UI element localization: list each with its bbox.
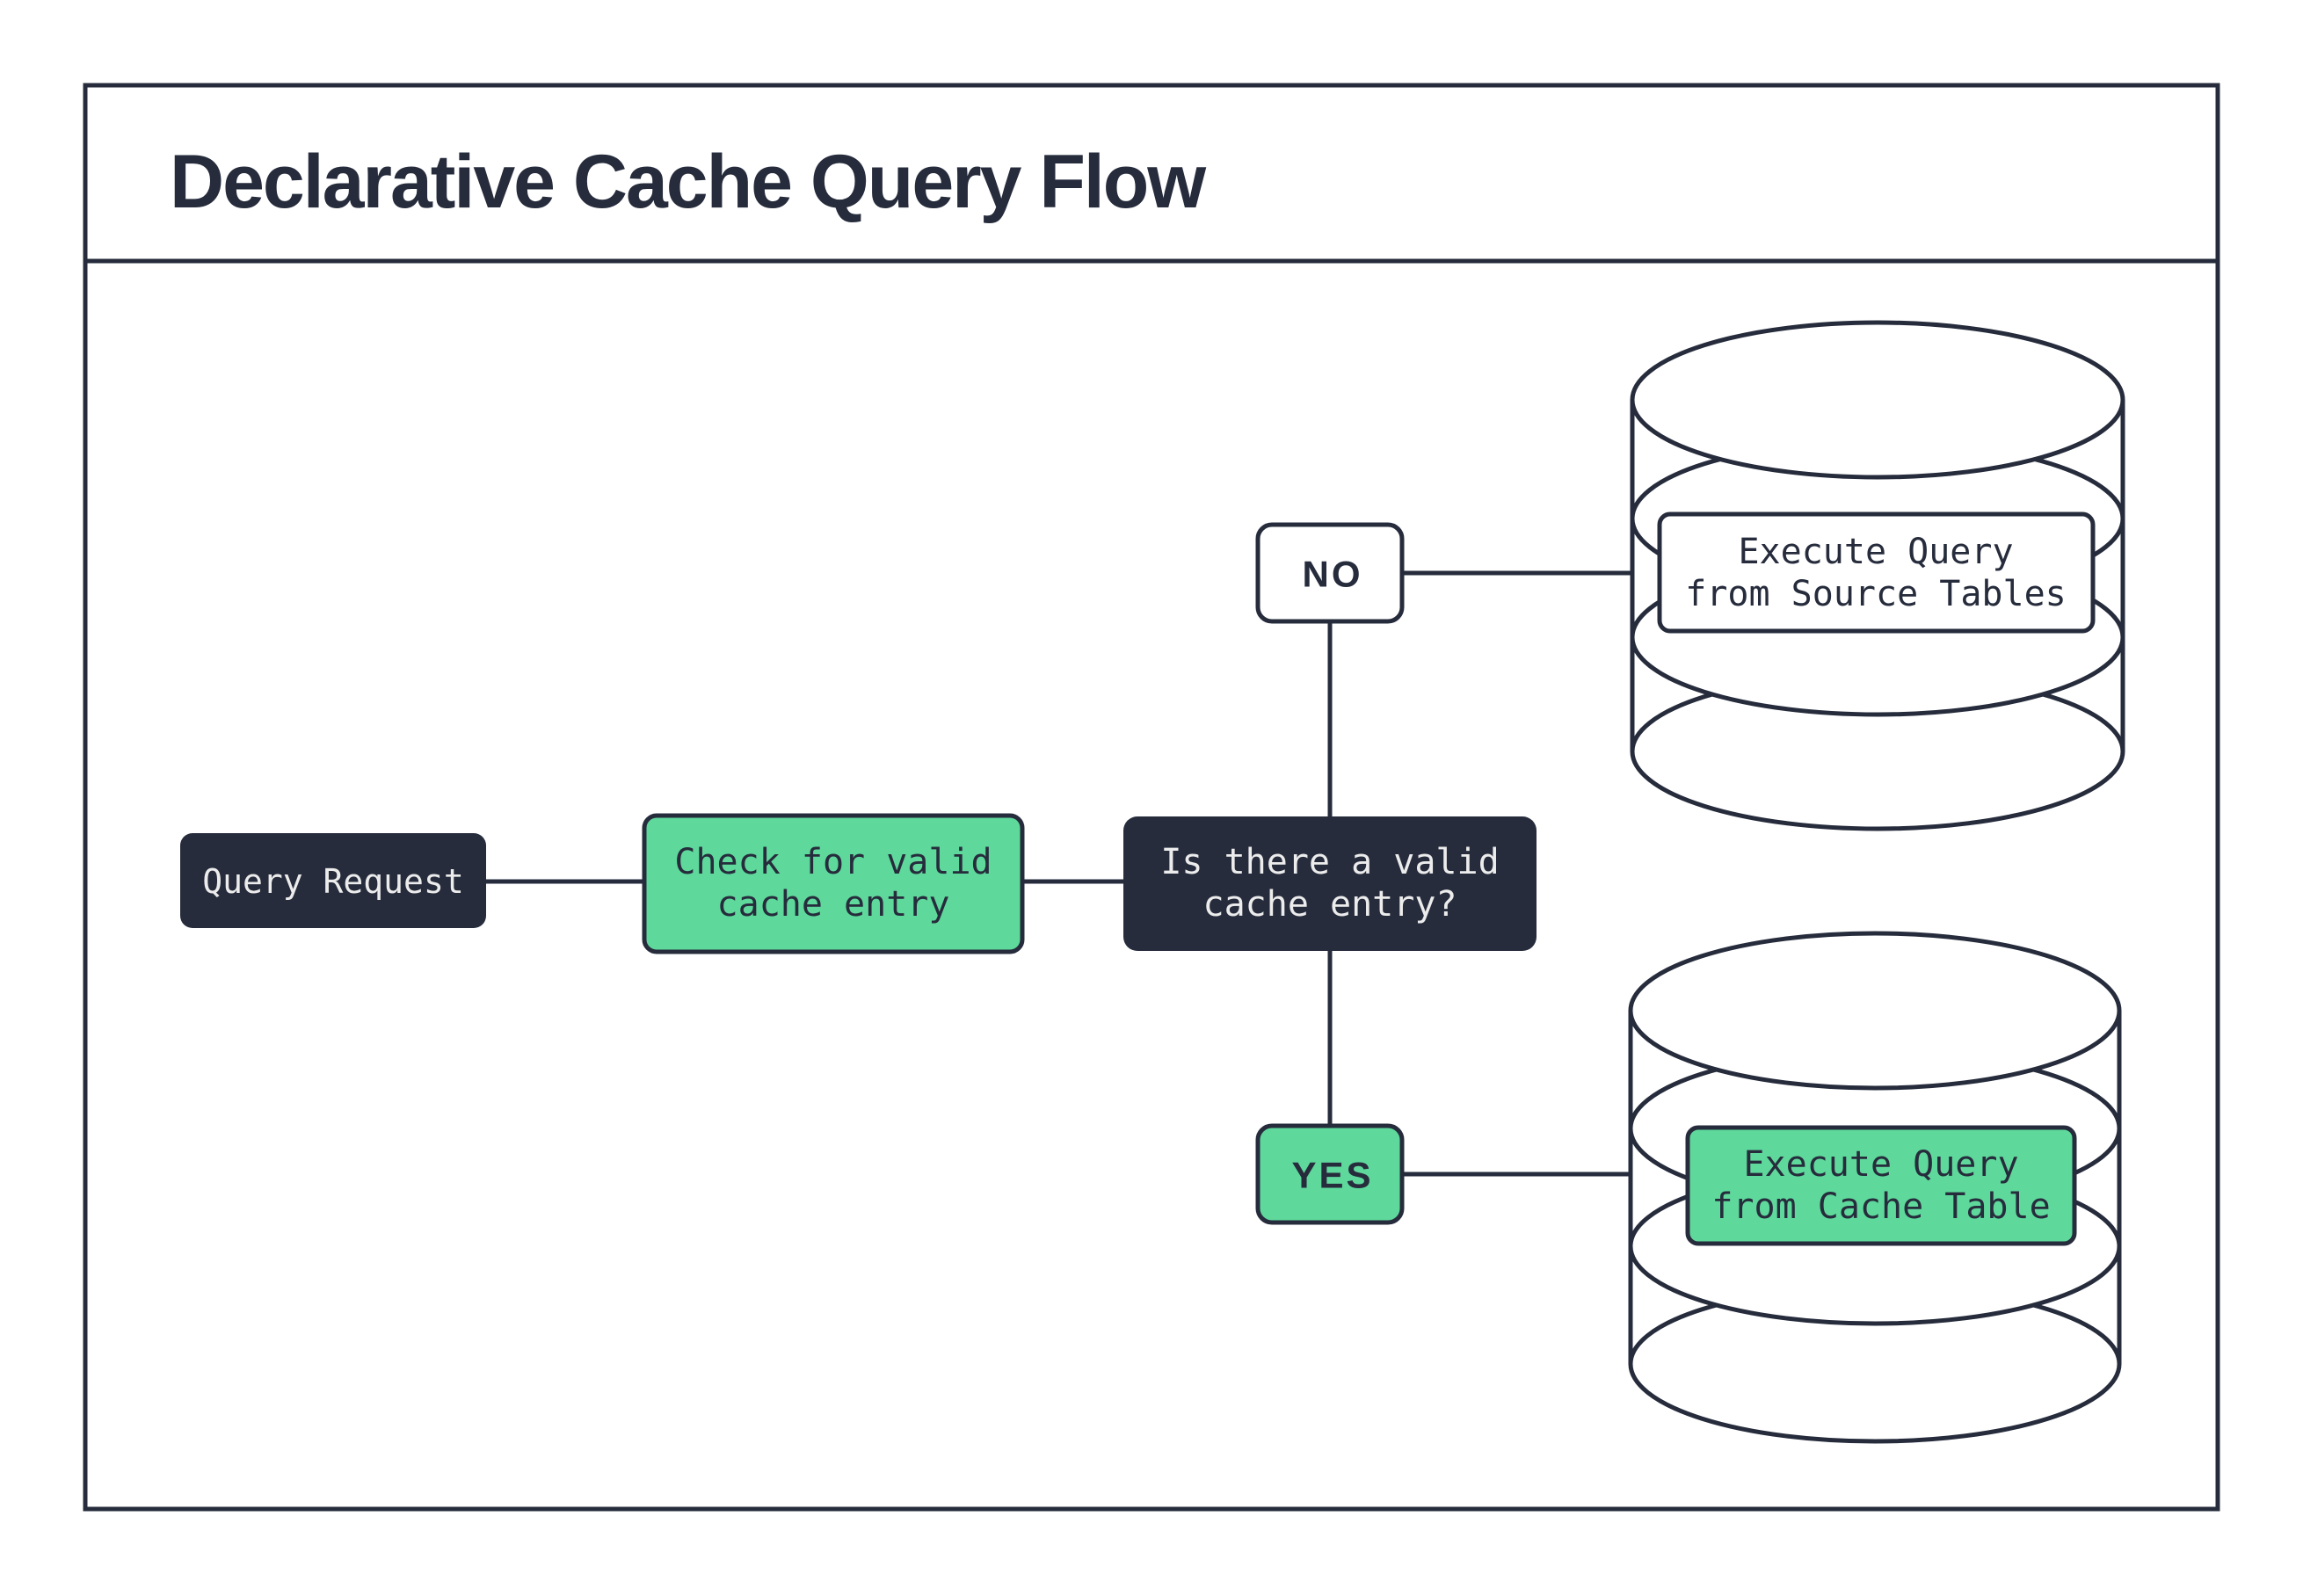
branch-no-node: NO bbox=[1255, 522, 1405, 624]
branch-yes-node: YES bbox=[1255, 1123, 1405, 1225]
cache-db-cylinder: Execute Query from Cache Table bbox=[1628, 931, 2122, 1444]
source-db-label-box bbox=[1657, 511, 2096, 634]
branch-yes-label: YES bbox=[1291, 1155, 1373, 1196]
check-cache-node: Check for valid cache entry bbox=[642, 813, 1025, 954]
query-request-label: Query Request bbox=[202, 862, 463, 901]
decision-node: Is there a valid cache entry? bbox=[1123, 816, 1537, 951]
decision-label-line2: cache entry? bbox=[1203, 884, 1457, 925]
cache-db-label-box bbox=[1685, 1125, 2077, 1246]
branch-yes-box bbox=[1255, 1123, 1405, 1225]
cache-db-disk-1 bbox=[1628, 931, 2122, 1091]
cache-db-label-line2: from Cache Table bbox=[1711, 1186, 2050, 1227]
check-cache-box bbox=[642, 813, 1025, 954]
diagram-frame bbox=[83, 83, 2220, 1512]
check-cache-label-line2: cache entry bbox=[717, 884, 950, 925]
branch-no-box bbox=[1255, 522, 1405, 624]
decision-box bbox=[1123, 816, 1537, 951]
decision-label-line1: Is there a valid bbox=[1160, 842, 1499, 882]
source-db-label-line2: from Source Tables bbox=[1685, 574, 2066, 614]
query-request-box bbox=[180, 833, 486, 928]
source-db-cylinder: Execute Query from Source Tables bbox=[1630, 320, 2125, 831]
cache-db-label-line1: Execute Query bbox=[1743, 1144, 2018, 1185]
query-request-node: Query Request bbox=[180, 833, 486, 928]
source-db-disk-1 bbox=[1630, 320, 2125, 480]
check-cache-label-line1: Check for valid bbox=[674, 842, 992, 882]
page-title: Declarative Cache Query Flow bbox=[170, 140, 1207, 224]
source-db-label-line1: Execute Query bbox=[1738, 532, 2013, 572]
branch-no-label: NO bbox=[1303, 554, 1363, 595]
